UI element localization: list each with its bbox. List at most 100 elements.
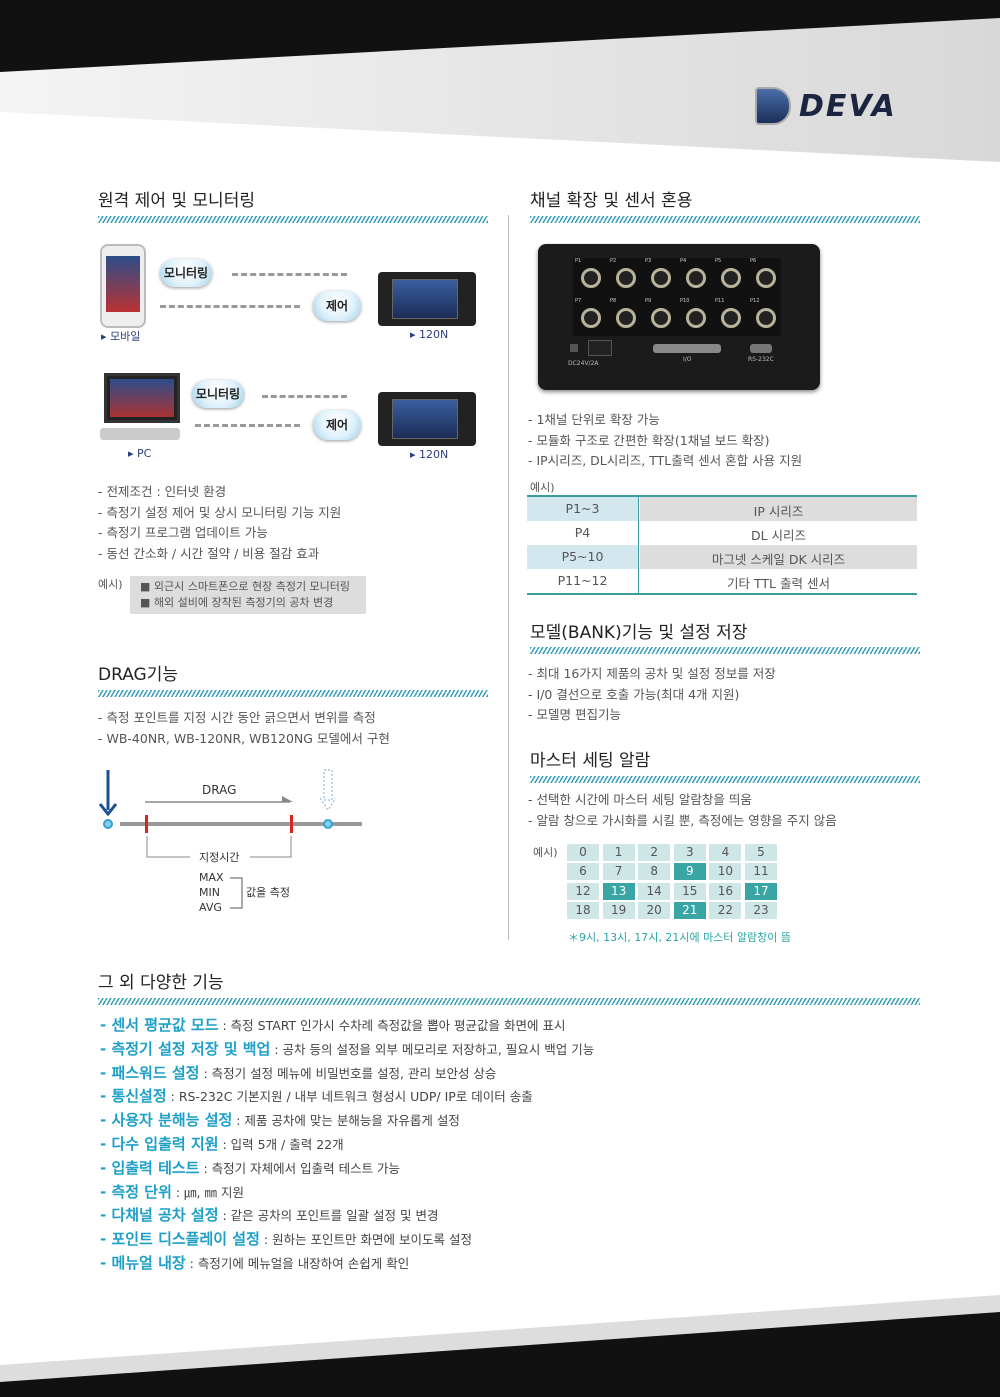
arrow-left-icon bbox=[232, 273, 347, 276]
drag-diagram bbox=[98, 769, 362, 909]
header-band bbox=[0, 0, 1000, 162]
bullet: - I/0 결선으로 호출 가능(최대 4개 지원) bbox=[528, 686, 740, 702]
port-label: P5 bbox=[715, 258, 722, 264]
bullet: - 최대 16가지 제품의 공차 및 설정 정보를 저장 bbox=[528, 666, 776, 681]
drag-label: DRAG bbox=[202, 783, 237, 797]
measure-label: 값을 측정 bbox=[246, 886, 290, 899]
feature-desc: : 측정기 설정 메뉴에 비밀번호를 설정, 관리 보안성 상승 bbox=[199, 1065, 497, 1081]
port-connector: P10 bbox=[678, 298, 711, 336]
monitoring-bubble-2: 모니터링 bbox=[192, 380, 244, 408]
bullet: - 측정기 설정 제어 및 상시 모니터링 기능 지원 bbox=[98, 504, 342, 520]
alarm-bullets: - 선택한 시간에 마스터 세팅 알람창을 띄움 - 알람 창으로 가시화를 시… bbox=[528, 790, 837, 831]
feature-desc: : 원하는 포인트만 화면에 보이도록 설정 bbox=[259, 1232, 472, 1248]
sensor-series: 마그넷 스케일 DK 시리즈 bbox=[711, 552, 846, 567]
feature-item: - 측정기 설정 저장 및 백업 : 공차 등의 설정을 외부 메모리로 저장하… bbox=[100, 1038, 594, 1059]
example-label: 예시) bbox=[533, 846, 558, 859]
hour-cell: 20 bbox=[638, 901, 671, 919]
port-label: P3 bbox=[645, 258, 652, 264]
feature-name: - 측정기 설정 저장 및 백업 bbox=[100, 1039, 271, 1058]
hour-cell: 10 bbox=[709, 863, 742, 881]
keyboard-image bbox=[100, 428, 180, 440]
feature-item: - 다채널 공차 설정 : 같은 공차의 포인트를 일괄 설정 및 변경 bbox=[100, 1204, 439, 1225]
min-label: MIN bbox=[199, 886, 220, 899]
port-connector: P6 bbox=[748, 258, 781, 296]
feature-desc: : RS-232C 기본지원 / 내부 네트워크 형성시 UDP/ IP로 데이… bbox=[166, 1089, 533, 1105]
hour-cell: 6 bbox=[567, 863, 599, 881]
feature-item: - 사용자 분해능 설정 : 제품 공차에 맞는 분해능을 자유롭게 설정 bbox=[100, 1109, 460, 1130]
hour-cell: 2 bbox=[638, 844, 671, 861]
hour-cell: 22 bbox=[709, 901, 742, 919]
feature-name: - 측정 단위 bbox=[100, 1182, 172, 1201]
feature-name: - 포인트 디스플레이 설정 bbox=[100, 1230, 260, 1249]
feature-desc: : 제품 공차에 맞는 분해능을 자유롭게 설정 bbox=[232, 1113, 460, 1129]
arrow-left-icon bbox=[262, 395, 347, 398]
hour-cell: 7 bbox=[602, 863, 635, 881]
monitoring-bubble: 모니터링 bbox=[160, 259, 212, 287]
feature-item: - 패스워드 설정 : 측정기 설정 메뉴에 비밀번호를 설정, 관리 보안성 … bbox=[100, 1062, 496, 1083]
port-range: P5~10 bbox=[561, 549, 604, 564]
arrow-right-icon bbox=[195, 424, 300, 427]
section-title-drag: DRAG기능 bbox=[98, 665, 178, 685]
hour-cell: 0 bbox=[567, 844, 599, 861]
stat-labels: MAX MIN AVG bbox=[199, 870, 224, 915]
feature-name: - 사용자 분해능 설정 bbox=[100, 1111, 233, 1130]
drag-bullets: - 측정 포인트를 지정 시간 동안 긁으면서 변위를 측정 - WB-40NR… bbox=[98, 708, 390, 749]
arrow-right-icon bbox=[160, 305, 300, 308]
bullet: - 알람 창으로 가시화를 시킬 뿐, 측정에는 영향을 주지 않음 bbox=[528, 812, 837, 828]
port-label: P6 bbox=[750, 258, 757, 264]
feature-item: - 통신설정 : RS-232C 기본지원 / 내부 네트워크 형성시 UDP/… bbox=[100, 1085, 533, 1106]
avg-label: AVG bbox=[199, 901, 222, 914]
feature-item: - 포인트 디스플레이 설정 : 원하는 포인트만 화면에 보이도록 설정 bbox=[100, 1228, 472, 1249]
remote-bullets: - 전제조건 : 인터넷 환경 - 측정기 설정 제어 및 상시 모니터링 기능… bbox=[98, 482, 341, 564]
bullet: - 동선 간소화 / 시간 절약 / 비용 절감 효과 bbox=[98, 545, 320, 561]
feature-name: - 패스워드 설정 bbox=[100, 1063, 200, 1082]
period-label: 지정시간 bbox=[199, 851, 240, 864]
port-connector: P7 bbox=[573, 298, 606, 336]
hatch-divider bbox=[98, 690, 488, 697]
hour-cell: 21 bbox=[673, 901, 706, 919]
hour-cell: 16 bbox=[709, 882, 742, 900]
control-bubble: 제어 bbox=[313, 291, 361, 321]
port-label: P2 bbox=[610, 258, 617, 264]
port-connector: P9 bbox=[643, 298, 676, 336]
hatch-divider bbox=[530, 647, 920, 654]
feature-desc: : 측정기에 메뉴얼을 내장하여 손쉽게 확인 bbox=[185, 1256, 410, 1271]
port-label: P11 bbox=[715, 298, 725, 304]
section-title-remote: 원격 제어 및 모니터링 bbox=[98, 191, 255, 211]
example-label: 예시) bbox=[530, 481, 555, 494]
power-label: DC24V/2A bbox=[568, 360, 599, 367]
deva-logo: DEVA bbox=[755, 86, 897, 126]
feature-item: - 메뉴얼 내장 : 측정기에 메뉴얼을 내장하여 손쉽게 확인 bbox=[100, 1252, 409, 1273]
bank-bullets: - 최대 16가지 제품의 공차 및 설정 정보를 저장 - I/0 결선으로 … bbox=[528, 664, 776, 726]
table-row: P5~10 마그넷 스케일 DK 시리즈 bbox=[527, 545, 917, 569]
rs232-label: RS-232C bbox=[748, 356, 774, 363]
feature-desc: : 공차 등의 설정을 외부 메모리로 저장하고, 필요시 백업 기능 bbox=[270, 1041, 595, 1057]
hour-cell: 8 bbox=[638, 863, 671, 881]
section-title-bank: 모델(BANK)기능 및 설정 저장 bbox=[530, 623, 748, 643]
port-connector: P12 bbox=[748, 298, 781, 336]
port-connector: P2 bbox=[608, 258, 641, 296]
max-label: MAX bbox=[199, 871, 224, 884]
bullet: - 선택한 시간에 마스터 세팅 알람창을 띄움 bbox=[528, 792, 752, 807]
port-connector: P8 bbox=[608, 298, 641, 336]
hour-cell: 9 bbox=[673, 863, 706, 881]
port-label: P10 bbox=[680, 298, 690, 304]
hour-cell: 17 bbox=[745, 882, 777, 900]
hour-cell: 1 bbox=[602, 844, 635, 861]
hatch-divider bbox=[530, 776, 920, 783]
port-connector: P11 bbox=[713, 298, 746, 336]
feature-item: - 입출력 테스트 : 측정기 자체에서 입출력 테스트 가능 bbox=[100, 1157, 400, 1178]
feature-desc: : 측정 START 인가시 수차례 측정값을 뽑아 평균값을 화면에 표시 bbox=[218, 1018, 566, 1033]
hour-cell: 3 bbox=[673, 844, 706, 861]
feature-name: - 다채널 공차 설정 bbox=[100, 1206, 219, 1225]
channel-bullets: - 1채널 단위로 확장 가능 - 모듈화 구조로 간편한 확장(1채널 보드 … bbox=[528, 410, 802, 472]
hour-cell: 19 bbox=[602, 901, 635, 919]
section-title-alarm: 마스터 세팅 알람 bbox=[530, 751, 651, 771]
port-label: P1 bbox=[575, 258, 582, 264]
port-connector: P5 bbox=[713, 258, 746, 296]
feature-desc: : 같은 공차의 포인트를 일괄 설정 및 변경 bbox=[218, 1208, 439, 1224]
hour-cell: 5 bbox=[745, 844, 777, 861]
